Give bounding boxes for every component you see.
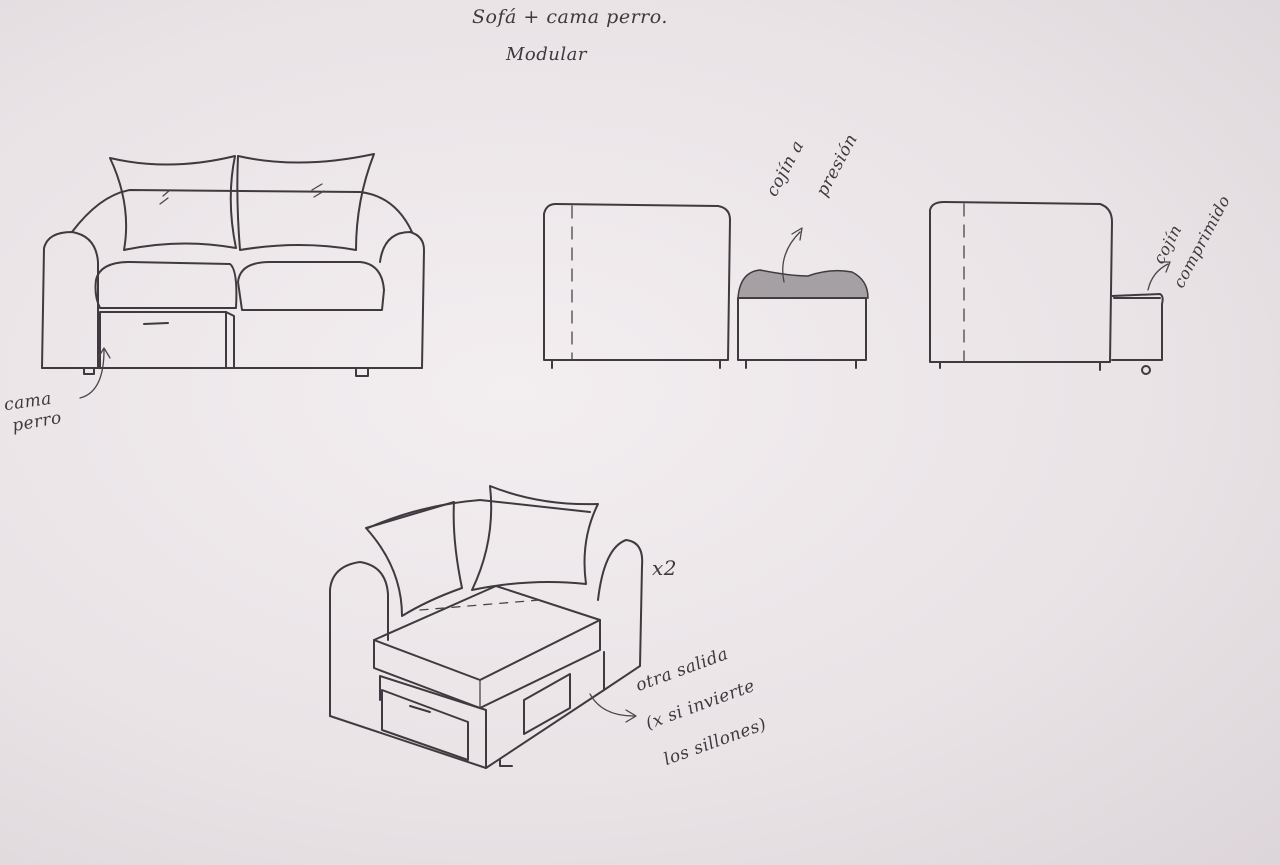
- armchair-perspective: [330, 486, 642, 768]
- annotation-quantity: x2: [652, 556, 677, 580]
- sketch-subtitle: Modular: [506, 44, 587, 65]
- sofa-side-view-compressed: [930, 202, 1170, 374]
- sofa-front-view: [42, 154, 424, 398]
- sofa-side-view-snap: [544, 204, 868, 368]
- sketch-title: Sofá + cama perro.: [472, 6, 668, 28]
